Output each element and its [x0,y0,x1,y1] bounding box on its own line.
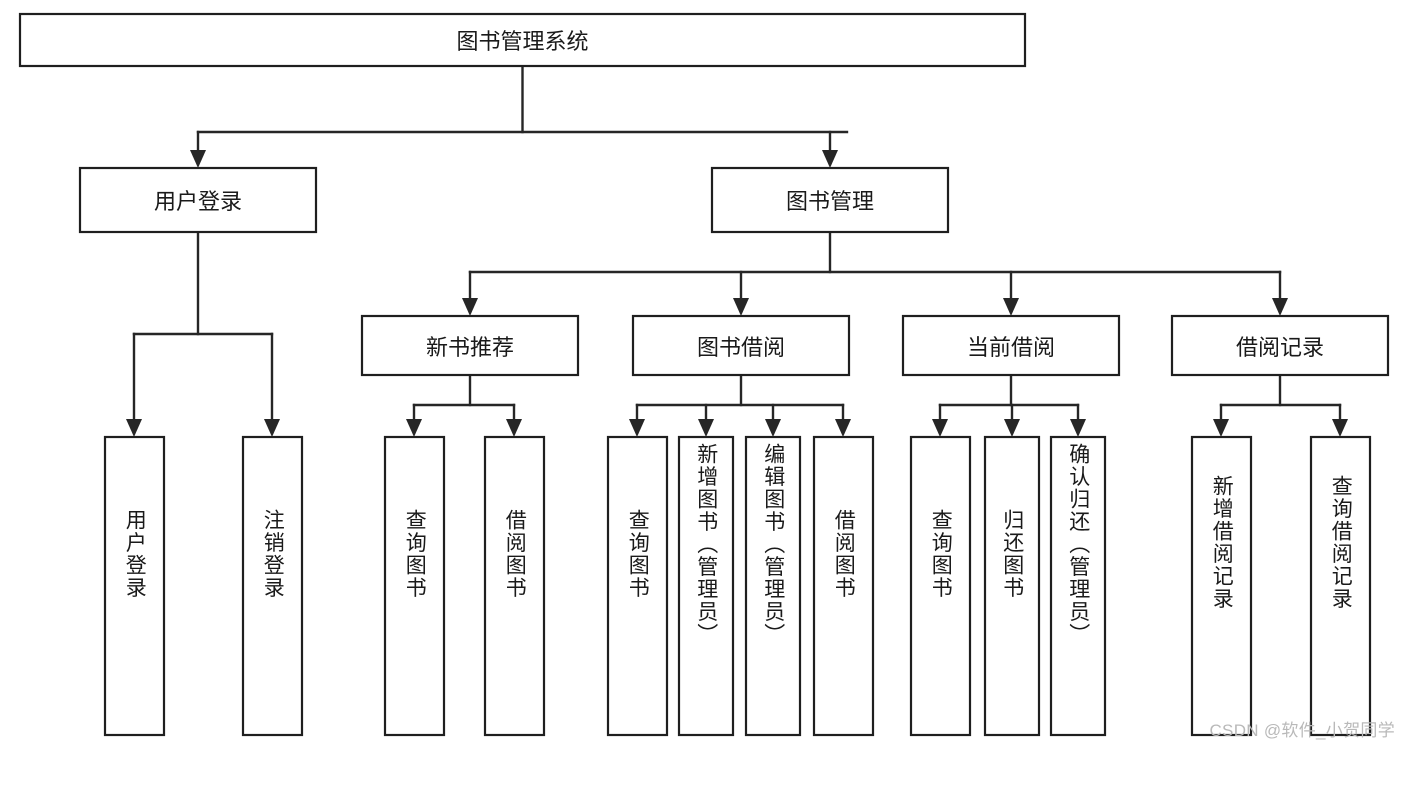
node-leaf-rec-borrow-book[interactable] [483,435,546,737]
arrowhead-new-book-rec [462,298,478,316]
node-leaf-bb-borrow-book[interactable] [812,435,875,737]
arrowhead-book-borrow [733,298,749,316]
csdn-watermark: CSDN @软件_小贺同学 [1209,721,1395,740]
node-book-borrow[interactable] [631,314,851,377]
arrowhead-user-login [190,150,206,168]
connector-group-root [190,64,849,168]
node-leaf-logout[interactable] [241,435,304,737]
arrowhead-br-query-record [1332,419,1348,437]
connector-group-user-login [126,230,280,437]
node-leaf-bb-query-book[interactable] [606,435,669,737]
arrowhead-bb-borrow-book [835,419,851,437]
arrowhead-rec-query-book [406,419,422,437]
node-borrow-record[interactable] [1170,314,1390,377]
flowchart-svg [18,12,1390,737]
arrowhead-leaf-logout [264,419,280,437]
connector-group-borrow-record [1213,373,1348,437]
arrowhead-rec-borrow-book [506,419,522,437]
node-leaf-br-add-record[interactable] [1190,435,1253,737]
arrowhead-cb-confirm-return [1070,419,1086,437]
node-new-book-rec[interactable] [360,314,580,377]
node-leaf-rec-query-book[interactable] [383,435,446,737]
node-leaf-user-login[interactable] [103,435,166,737]
node-user-login[interactable] [78,166,318,234]
node-leaf-cb-return-book[interactable] [983,435,1041,737]
arrowhead-br-add-record [1213,419,1229,437]
connector-group-current-borrow [932,373,1086,437]
arrowhead-cb-query-book [932,419,948,437]
arrowhead-bb-edit-book [765,419,781,437]
node-leaf-bb-add-book[interactable] [677,435,735,737]
node-leaf-cb-confirm-return[interactable] [1049,435,1107,737]
arrowhead-book-manage [822,150,838,168]
arrowhead-current-borrow [1003,298,1019,316]
arrowhead-borrow-record [1272,298,1288,316]
arrowhead-bb-add-book [698,419,714,437]
diagram-canvas: 图书管理系统 用户登录 图书管理 新书推荐 图书借阅 当前借阅 借阅记录 用户登… [18,12,1395,740]
connector-group-book-manage [462,230,1288,316]
node-leaf-cb-query-book[interactable] [909,435,972,737]
node-book-manage[interactable] [710,166,950,234]
node-leaf-br-query-record[interactable] [1309,435,1372,737]
arrowhead-cb-return-book [1004,419,1020,437]
connector-group-new-book-rec [406,373,522,437]
arrowhead-leaf-user-login [126,419,142,437]
node-leaf-bb-edit-book[interactable] [744,435,802,737]
node-current-borrow[interactable] [901,314,1121,377]
node-root[interactable] [18,12,1027,68]
arrowhead-bb-query-book [629,419,645,437]
connector-group-book-borrow [629,373,851,437]
